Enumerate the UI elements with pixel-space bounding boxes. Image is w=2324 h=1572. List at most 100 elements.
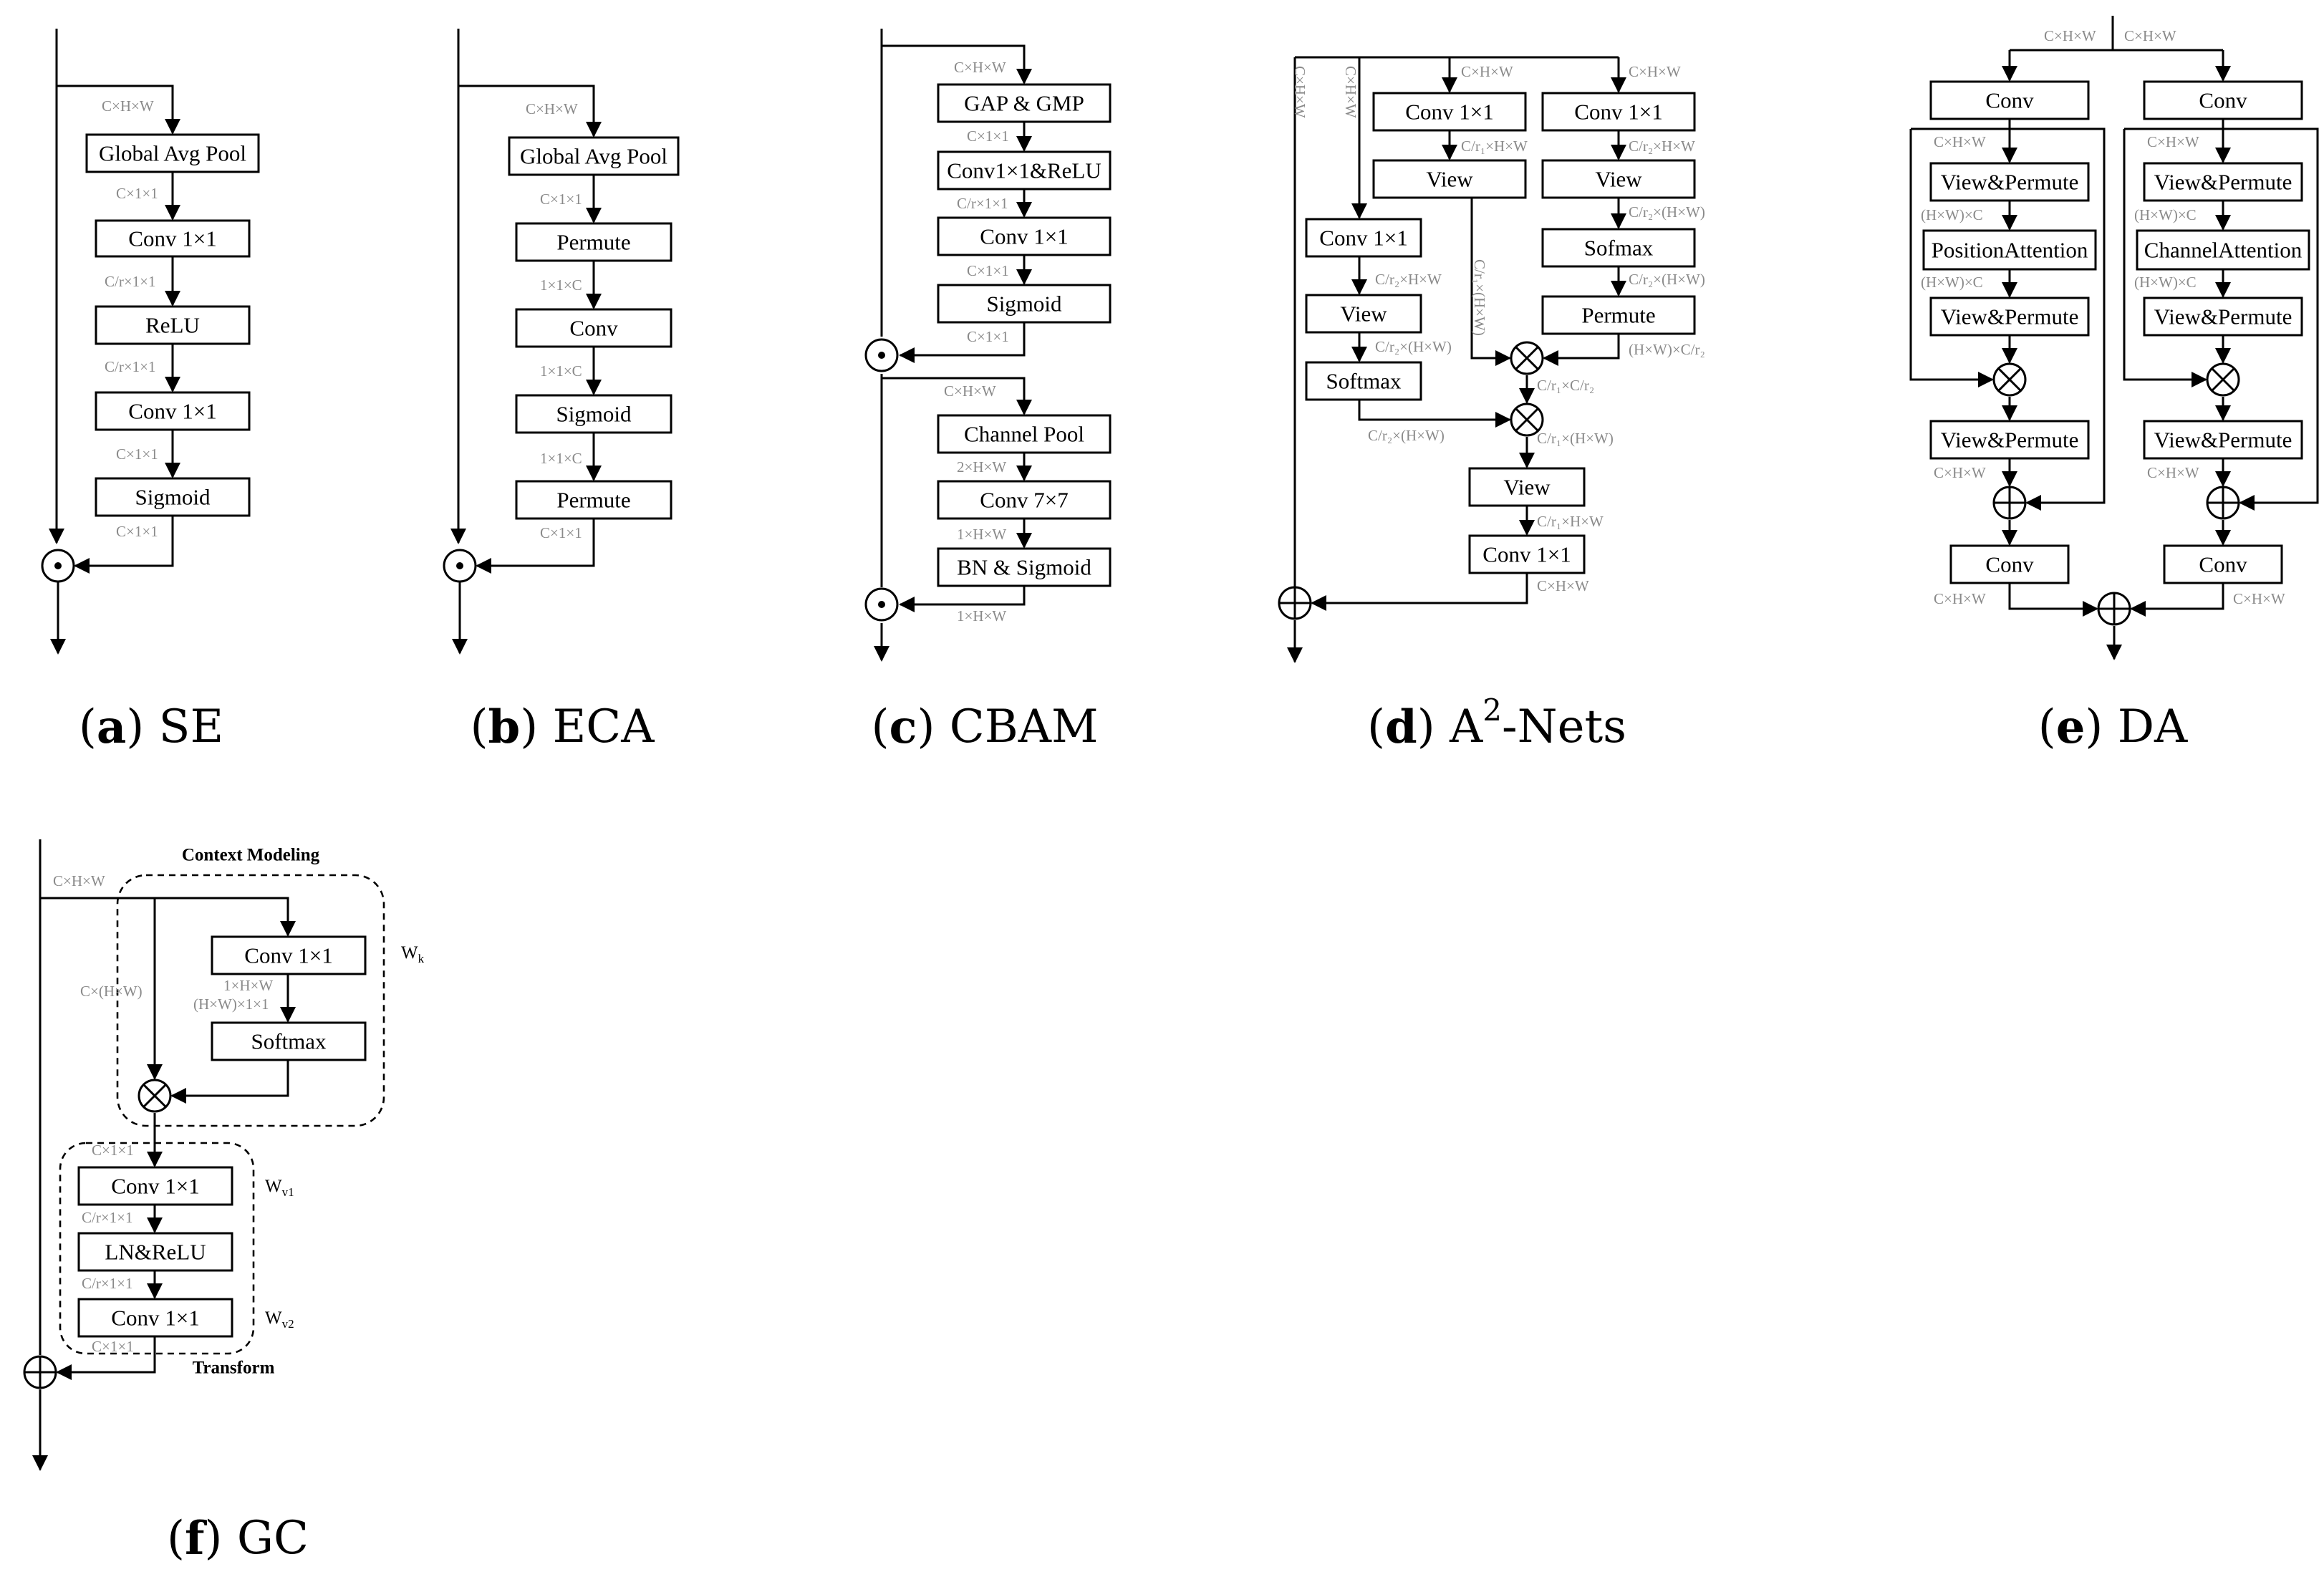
gc-block-softmax: Softmax (211, 1021, 367, 1061)
gc-block-conv-wv1: Conv 1×1 (77, 1166, 233, 1206)
dim-label: (H×W)×C/r₂ (1629, 341, 1705, 358)
dim-label: C/r₂×(H×W) (1629, 203, 1705, 221)
da-block-view-permute-1r: View&Permute (2143, 162, 2303, 202)
dim-label: C/r₂×(H×W) (1375, 338, 1452, 355)
block-label: Global Avg Pool (520, 144, 667, 169)
dim-label: (H×W)×C (1921, 274, 1983, 291)
block-label: View&Permute (2154, 304, 2292, 329)
dim-label: C×H×W (954, 59, 1006, 76)
caption-da: (e) DA (2038, 700, 2188, 754)
panel-eca: Global Avg Pool Permute Conv Sigmoid Per… (443, 29, 680, 754)
elementwise-add-icon (2097, 592, 2131, 626)
block-label: ReLU (145, 313, 200, 338)
dim-label: C×H×W (1342, 66, 1359, 118)
block-label: View&Permute (2154, 428, 2292, 453)
block-label: Conv (2199, 552, 2247, 577)
block-label: Conv 1×1 (1482, 542, 1571, 567)
block-label: View&Permute (2154, 170, 2292, 195)
block-label: Conv 1×1 (1574, 100, 1662, 125)
dim-label: C×1×1 (967, 328, 1009, 345)
se-block-conv-1: Conv 1×1 (95, 219, 251, 258)
block-label: Conv 1×1 (111, 1174, 199, 1199)
block-label: Conv 1×1 (1319, 226, 1407, 251)
block-label: Conv 7×7 (980, 488, 1068, 513)
dim-label: C×H×W (2147, 464, 2199, 481)
dim-label: C/r×1×1 (82, 1209, 133, 1226)
gc-block-conv-wk: Conv 1×1 (211, 935, 367, 975)
caption-suffix: -Nets (1502, 700, 1626, 753)
panel-gc: Conv 1×1 Softmax Conv 1×1 LN&ReLU Conv 1… (23, 839, 425, 1566)
cbam-block-sigmoid: Sigmoid (937, 284, 1112, 324)
matrix-multiply-icon (2206, 362, 2240, 397)
a2-block-view-c: View (1305, 294, 1422, 334)
block-label: Sofmax (1584, 236, 1654, 261)
gc-block-ln-relu: LN&ReLU (77, 1232, 233, 1272)
a2-block-conv-d: Conv 1×1 (1468, 534, 1586, 574)
dim-label: C×H×W (1934, 590, 1986, 607)
block-label: Conv (1985, 88, 2034, 113)
dim-label: C×H×W (2124, 27, 2176, 44)
a2-block-view-a: View (1372, 159, 1527, 199)
caption-se: (a) SE (79, 700, 223, 754)
matrix-multiply-icon (1992, 362, 2027, 397)
se-block-conv-2: Conv 1×1 (95, 391, 251, 431)
a2-block-sofmax: Sofmax (1541, 228, 1696, 268)
gc-block-conv-wv2: Conv 1×1 (77, 1298, 233, 1338)
elementwise-add-icon (1278, 586, 1312, 620)
da-block-conv-left: Conv (1929, 80, 2090, 120)
eca-block-permute-1: Permute (515, 222, 672, 262)
matrix-multiply-icon (1510, 402, 1544, 437)
a2-block-conv-b: Conv 1×1 (1541, 92, 1696, 132)
eca-block-permute-2: Permute (515, 480, 672, 520)
dim-label: (H×W)×C (1921, 206, 1983, 223)
transform-label: Transform (193, 1359, 275, 1378)
dim-label: C/r×1×1 (105, 358, 156, 375)
caption-letter: e (2056, 700, 2086, 754)
a2-block-conv-c: Conv 1×1 (1305, 218, 1422, 258)
dim-label: 1×H×W (223, 977, 273, 994)
dim-label: C×H×W (1461, 63, 1513, 80)
dim-label: C×H×W (1934, 464, 1986, 481)
dim-label: C×H×W (2147, 133, 2199, 150)
dim-label: C×H×W (944, 382, 996, 400)
block-label: Sigmoid (986, 291, 1062, 317)
cbam-block-channel-pool: Channel Pool (937, 414, 1112, 454)
elementwise-multiply-icon (864, 587, 899, 622)
da-block-view-permute-2l: View&Permute (1929, 296, 2090, 337)
block-label: Conv 1×1 (244, 943, 332, 968)
panel-cbam: GAP & GMP Conv1×1&ReLU Conv 1×1 Sigmoid … (864, 29, 1112, 754)
da-block-view-permute-3l: View&Permute (1929, 420, 2090, 460)
dim-label: C×H×W (1934, 133, 1986, 150)
block-label: Global Avg Pool (99, 141, 246, 166)
block-label: GAP & GMP (964, 91, 1084, 116)
da-block-view-permute-3r: View&Permute (2143, 420, 2303, 460)
caption-a2nets: (d) A2-Nets (1367, 693, 1626, 754)
dim-label: C×(H×W) (80, 983, 143, 1000)
dim-label: C/r₁×(H×W) (1471, 259, 1488, 336)
a2-block-softmax: Softmax (1305, 361, 1422, 401)
elementwise-multiply-icon (864, 338, 899, 372)
block-label: Conv1×1&ReLU (947, 158, 1101, 183)
block-label: View (1426, 167, 1473, 192)
panel-se: Global Avg Pool Conv 1×1 ReLU Conv 1×1 S… (41, 29, 260, 754)
caption-name: DA (2118, 700, 2188, 753)
dim-label: C/r×1×1 (82, 1275, 133, 1292)
caption-letter: a (97, 700, 126, 754)
dim-label: C×H×W (53, 872, 105, 889)
cbam-block-conv-7x7: Conv 7×7 (937, 480, 1112, 520)
dim-label: C/r₂×H×W (1629, 138, 1695, 155)
eca-block-global-avg-pool: Global Avg Pool (508, 136, 680, 176)
dim-label: 1×1×C (540, 450, 582, 467)
block-label: View&Permute (1941, 170, 2079, 195)
dim-label: C×H×W (1291, 66, 1308, 118)
se-block-relu: ReLU (95, 305, 251, 345)
block-label: Channel Pool (964, 422, 1084, 447)
cbam-block-bn-sigmoid: BN & Sigmoid (937, 547, 1112, 587)
elementwise-add-icon (23, 1355, 57, 1389)
caption-name: CBAM (950, 700, 1099, 753)
context-modeling-region (116, 874, 385, 1127)
dim-label: C/r₁×(H×W) (1537, 430, 1614, 447)
block-label: ChannelAttention (2144, 238, 2303, 263)
da-block-view-permute-1l: View&Permute (1929, 162, 2090, 202)
